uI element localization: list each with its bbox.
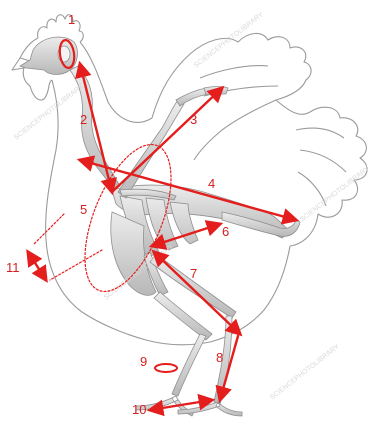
tail-outline [276,100,367,246]
skeleton [20,37,300,416]
watermark-text: SCIENCEPHOTOLIBRARY [269,343,341,401]
label-6: 6 [222,224,229,239]
label-4: 4 [208,176,215,191]
label-5: 5 [80,202,87,217]
wing-outline [152,33,311,160]
label-1: 1 [68,12,75,27]
watermark-text: SCIENCEPHOTOLIBRARY [193,11,265,69]
arrow-11-depth [28,252,46,280]
arrow-3-wing [112,88,222,192]
label-8: 8 [216,350,223,365]
wing-humerus [118,100,184,198]
watermark-text: SCIENCEPHOTOLIBRARY [13,83,85,141]
ellipse-9-leg [155,364,177,372]
arrow-7-femur [154,252,240,334]
tarsometatarsus-left [172,334,206,396]
dotted-line-11b [50,250,102,280]
label-11: 11 [6,260,20,275]
label-3: 3 [190,112,197,127]
wing-forearm [176,88,208,106]
underbody-outline [146,246,290,345]
label-10: 10 [132,402,146,417]
label-7: 7 [190,266,197,281]
dotted-line-11a [34,214,64,244]
label-9: 9 [140,354,147,369]
label-2: 2 [80,112,87,127]
